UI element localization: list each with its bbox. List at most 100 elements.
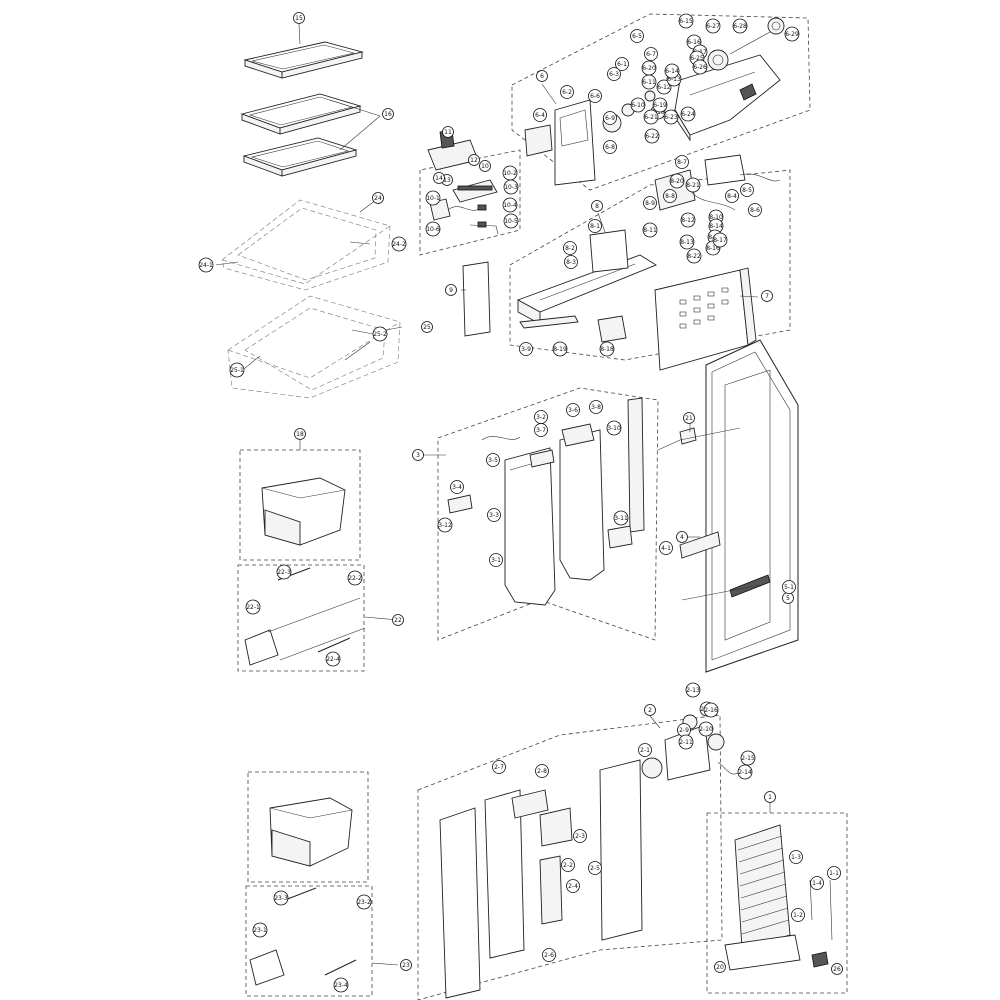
callout-label: 6-14 bbox=[665, 68, 679, 75]
callout-circle bbox=[566, 403, 580, 417]
callout-label: 2-6 bbox=[544, 952, 554, 959]
callout-circle bbox=[503, 179, 519, 195]
callout-label: 9 bbox=[449, 287, 453, 294]
callout-circle bbox=[810, 876, 824, 890]
callout-label: 6-28 bbox=[733, 23, 747, 30]
callout-label: 2-5 bbox=[590, 865, 600, 872]
callout-label: 4-1 bbox=[661, 545, 671, 552]
callout-label: 8-3 bbox=[566, 259, 576, 266]
callout-label: 5 bbox=[786, 595, 790, 602]
callout-circle bbox=[534, 423, 548, 437]
callout-circle bbox=[588, 861, 602, 875]
callout-2-1: 2-1 bbox=[638, 743, 652, 757]
callout-label: 8-14 bbox=[709, 223, 723, 230]
callout-3-7: 3-7 bbox=[534, 423, 548, 437]
callout-8-17: 8-17 bbox=[712, 232, 728, 248]
callout-22-3: 22-3 bbox=[276, 564, 292, 580]
callout-label: 8-22 bbox=[687, 253, 701, 260]
callout-label: 10 bbox=[481, 163, 489, 170]
crisper-drawers bbox=[244, 477, 366, 986]
callout-circle bbox=[589, 400, 603, 414]
callout-label: 23-2 bbox=[357, 899, 371, 906]
callout-label: 22 bbox=[394, 617, 402, 624]
callout-label: 3-12 bbox=[438, 522, 452, 529]
callout-label: 6-10 bbox=[631, 102, 645, 109]
callout-circle bbox=[392, 614, 404, 626]
callout-3-3: 3-3 bbox=[487, 508, 501, 522]
callout-circle bbox=[831, 963, 843, 975]
callout-circle bbox=[293, 12, 305, 24]
callout-circle bbox=[421, 321, 433, 333]
callout-label: 3 bbox=[416, 452, 420, 459]
callout-label: 18 bbox=[296, 431, 304, 438]
callout-circle bbox=[737, 764, 753, 780]
callout-circle bbox=[603, 140, 617, 154]
callout-8-13: 8-13 bbox=[679, 234, 695, 250]
callout-circle bbox=[391, 236, 407, 252]
callout-label: 6-8 bbox=[605, 144, 615, 151]
callout-label: 10-6 bbox=[426, 226, 440, 233]
callout-label: 6-27 bbox=[706, 23, 720, 30]
callout-circle bbox=[606, 420, 622, 436]
callout-label: 23-1 bbox=[253, 927, 267, 934]
callout-circle bbox=[791, 908, 805, 922]
callout-3-6: 3-6 bbox=[566, 403, 580, 417]
callout-circle bbox=[535, 764, 549, 778]
callout-circle bbox=[714, 961, 726, 973]
callout-label: 6-4 bbox=[535, 112, 545, 119]
callout-circle bbox=[656, 79, 672, 95]
callout-3-5: 3-5 bbox=[486, 453, 500, 467]
callout-3-11: 3-11 bbox=[613, 510, 629, 526]
callout-2-13: 2-13 bbox=[685, 682, 701, 698]
dispenser-housing bbox=[462, 154, 781, 371]
callout-layer: 15162424-124-22525-125-2111213141010-110… bbox=[198, 12, 843, 993]
callout-10-1: 10-1 bbox=[425, 190, 441, 206]
callout-8-1: 8-1 bbox=[588, 219, 602, 233]
callout-label: 6-7 bbox=[646, 51, 656, 58]
callout-label: 2-9 bbox=[679, 727, 689, 734]
callout-circle bbox=[782, 580, 796, 594]
callout-circle bbox=[676, 531, 688, 543]
callout-circle bbox=[683, 412, 695, 424]
callout-2-10: 2-10 bbox=[698, 721, 714, 737]
callout-8-9: 8-9 bbox=[643, 196, 657, 210]
callout-6-10: 6-10 bbox=[630, 97, 646, 113]
ice-bucket-assembly bbox=[524, 17, 785, 186]
callout-6-4: 6-4 bbox=[533, 108, 547, 122]
callout-label: 6-19 bbox=[653, 102, 667, 109]
callout-label: 1-1 bbox=[829, 870, 839, 877]
callout-label: 6-6 bbox=[590, 93, 600, 100]
callout-6-24: 6-24 bbox=[680, 106, 696, 122]
callout-circle bbox=[712, 232, 728, 248]
callout-label: 2-1 bbox=[640, 747, 650, 754]
callout-circle bbox=[732, 18, 748, 34]
callout-circle bbox=[685, 682, 701, 698]
callout-6-9: 6-9 bbox=[603, 111, 617, 125]
callout-circle bbox=[613, 510, 629, 526]
callout-label: 8-11 bbox=[643, 227, 657, 234]
callout-8-8: 8-8 bbox=[663, 189, 677, 203]
callout-label: 2-11 bbox=[679, 739, 693, 746]
callout-8-19: 8-19 bbox=[552, 341, 568, 357]
callout-circle bbox=[437, 517, 453, 533]
callout-circle bbox=[607, 67, 621, 81]
crisper-pan-group bbox=[215, 199, 403, 399]
callout-6-15: 6-15 bbox=[678, 13, 694, 29]
callout-circle bbox=[445, 284, 457, 296]
callout-24-2: 24-2 bbox=[391, 236, 407, 252]
callout-circle bbox=[533, 108, 547, 122]
callout-25: 25 bbox=[421, 321, 433, 333]
callout-circle bbox=[675, 155, 689, 169]
callout-label: 2-3 bbox=[575, 833, 585, 840]
callout-6-7: 6-7 bbox=[644, 47, 658, 61]
callout-label: 3-9 bbox=[521, 346, 531, 353]
callout-label: 8-6 bbox=[750, 207, 760, 214]
callout-3-2: 3-2 bbox=[534, 410, 548, 424]
callout-2-7: 2-7 bbox=[492, 760, 506, 774]
callout-11: 11 bbox=[442, 126, 454, 138]
callout-label: 3-11 bbox=[614, 515, 628, 522]
callout-8-4: 8-4 bbox=[725, 189, 739, 203]
callout-2-5: 2-5 bbox=[588, 861, 602, 875]
callout-label: 21 bbox=[685, 415, 693, 422]
evaporator-coil bbox=[724, 824, 833, 971]
